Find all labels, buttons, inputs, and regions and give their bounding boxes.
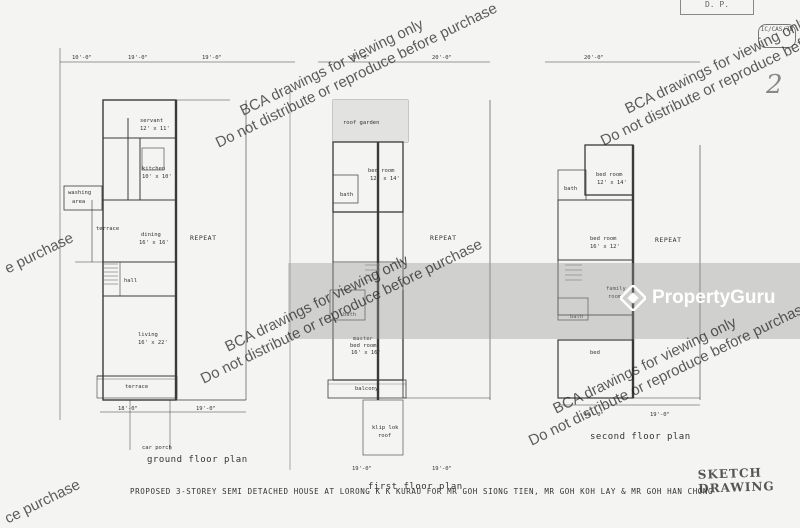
title-first-floor: first floor plan bbox=[368, 482, 463, 492]
drawing-footer-title: PROPOSED 3-STOREY SEMI DETACHED HOUSE AT… bbox=[130, 487, 714, 496]
dp-stamp-text: D. P. bbox=[704, 0, 730, 9]
room-roof-garden: roof garden bbox=[343, 120, 380, 126]
repeat-label-second: REPEAT bbox=[655, 236, 682, 244]
dim-first-2: 20'-0" bbox=[432, 55, 452, 61]
dim-first-4: 19'-0" bbox=[432, 466, 452, 472]
room-kitchen: kitchen bbox=[142, 166, 166, 172]
room-living-size: 16' x 22' bbox=[138, 340, 168, 346]
room-bath-second-2: bath bbox=[570, 314, 584, 320]
room-bedroom-second-1: bed room bbox=[596, 172, 623, 178]
propertyguru-diamond-icon bbox=[620, 285, 646, 311]
dim-first-1: 20'-0" bbox=[350, 55, 370, 61]
room-roof: roof bbox=[378, 433, 392, 439]
dim-second-1: 20'-0" bbox=[584, 55, 604, 61]
room-living: living bbox=[138, 332, 158, 338]
room-hall: hall bbox=[124, 278, 138, 284]
title-second-floor: second floor plan bbox=[590, 432, 691, 442]
room-dining-size: 16' x 16' bbox=[139, 240, 169, 246]
room-bath-first-2: bath bbox=[343, 312, 357, 318]
room-car-porch: car porch bbox=[142, 445, 172, 451]
room-klip-lok: klip lok bbox=[372, 425, 399, 431]
dp-stamp: D. P. bbox=[680, 0, 754, 15]
dim-first-3: 19'-0" bbox=[352, 466, 372, 472]
room-bed-second-3: bed bbox=[590, 350, 600, 356]
repeat-label-ground: REPEAT bbox=[190, 234, 217, 242]
page-number-mark: 2 bbox=[766, 70, 783, 100]
propertyguru-wordmark: PropertyGuru bbox=[652, 287, 776, 308]
room-master-bed: bed room bbox=[350, 343, 377, 349]
room-bedroom-second-2: bed room bbox=[590, 236, 617, 242]
title-ground-floor: ground floor plan bbox=[147, 455, 248, 465]
room-master-size: 16' x 16' bbox=[351, 350, 381, 356]
room-servant: servant bbox=[140, 118, 164, 124]
approval-stamp-number: IC/CAS/78 bbox=[760, 26, 794, 33]
room-area: area bbox=[72, 199, 86, 205]
room-bath-first: bath bbox=[340, 192, 354, 198]
approval-stamp: IC/CAS/78 bbox=[758, 24, 796, 48]
logo-band bbox=[288, 263, 800, 339]
room-bath-second: bath bbox=[564, 186, 578, 192]
dim-second-3: 19'-0" bbox=[650, 412, 670, 418]
room-terrace-top: terrace bbox=[96, 226, 120, 232]
room-kitchen-size: 10' x 10' bbox=[142, 174, 172, 180]
room-balcony: balcony bbox=[355, 386, 379, 392]
room-master: master bbox=[353, 336, 373, 342]
dim-ground-3: 19'-0" bbox=[202, 55, 222, 61]
dim-second-2: 19'-0" bbox=[584, 412, 604, 418]
room-washing: washing bbox=[68, 190, 92, 196]
room-terrace-bottom: terrace bbox=[125, 384, 149, 390]
room-bedroom-second-1-size: 12' x 14' bbox=[597, 180, 627, 186]
room-bedroom-second-2-size: 16' x 12' bbox=[590, 244, 620, 250]
propertyguru-logo: PropertyGuru bbox=[620, 285, 776, 311]
dim-ground-5: 19'-0" bbox=[196, 406, 216, 412]
room-family: family bbox=[606, 286, 626, 292]
room-bedroom-first-size: 12' x 14' bbox=[370, 176, 400, 182]
room-servant-size: 12' x 11' bbox=[140, 126, 170, 132]
dim-ground-1: 10'-0" bbox=[72, 55, 92, 61]
dim-ground-2: 19'-0" bbox=[128, 55, 148, 61]
room-bedroom-first: bed room bbox=[368, 168, 395, 174]
room-dining: dining bbox=[141, 232, 161, 238]
room-family-room: room bbox=[608, 294, 622, 300]
dim-ground-4: 18'-0" bbox=[118, 406, 138, 412]
repeat-label-first: REPEAT bbox=[430, 234, 457, 242]
